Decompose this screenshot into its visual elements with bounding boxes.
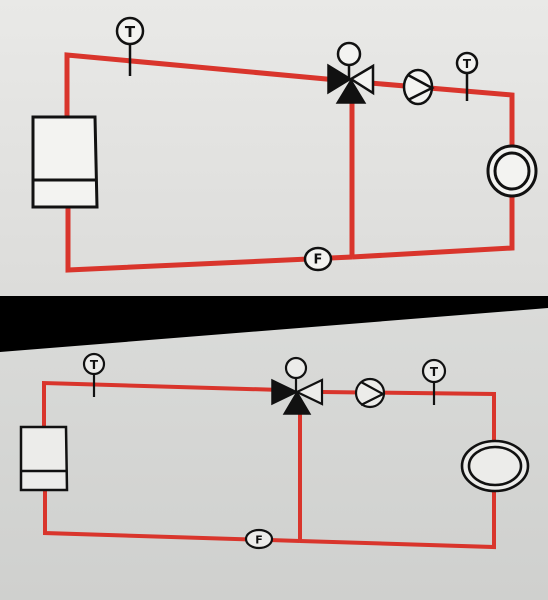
flow-sensor: F [244,528,274,550]
supply-pipe-left [42,380,283,427]
flow-label: F [255,534,263,547]
sensor-label: T [90,358,99,372]
temperature-sensor-right: T [421,358,447,405]
heating-circuit-symbol [460,439,530,493]
sensor-label: T [125,23,136,41]
paper-background [0,308,548,600]
sensor-label: T [463,57,472,71]
flow-label: F [314,253,323,268]
circulation-pump [354,377,386,409]
pipe-network [42,380,496,550]
boiler [19,425,69,492]
return-pipe-right [351,196,515,260]
return-pipe-right [299,492,496,550]
temperature-sensor-left: T [115,16,145,76]
temperature-sensor-left: T [82,352,106,397]
circulation-pump [402,68,435,106]
sensor-label: T [430,365,439,379]
flow-sensor: F [303,246,333,272]
return-pipe-left [43,490,301,543]
three-way-mixing-valve [327,41,375,104]
temperature-sensor-right: T [455,51,479,101]
return-pipe-left [65,207,353,273]
heating-diagram-top: T T F [0,0,548,296]
heating-diagram-bottom: T T F [0,308,548,600]
boiler [31,115,99,209]
supply-pipe-left [64,52,338,117]
three-way-mixing-valve [271,356,324,415]
heating-circuit-symbol [486,144,538,198]
